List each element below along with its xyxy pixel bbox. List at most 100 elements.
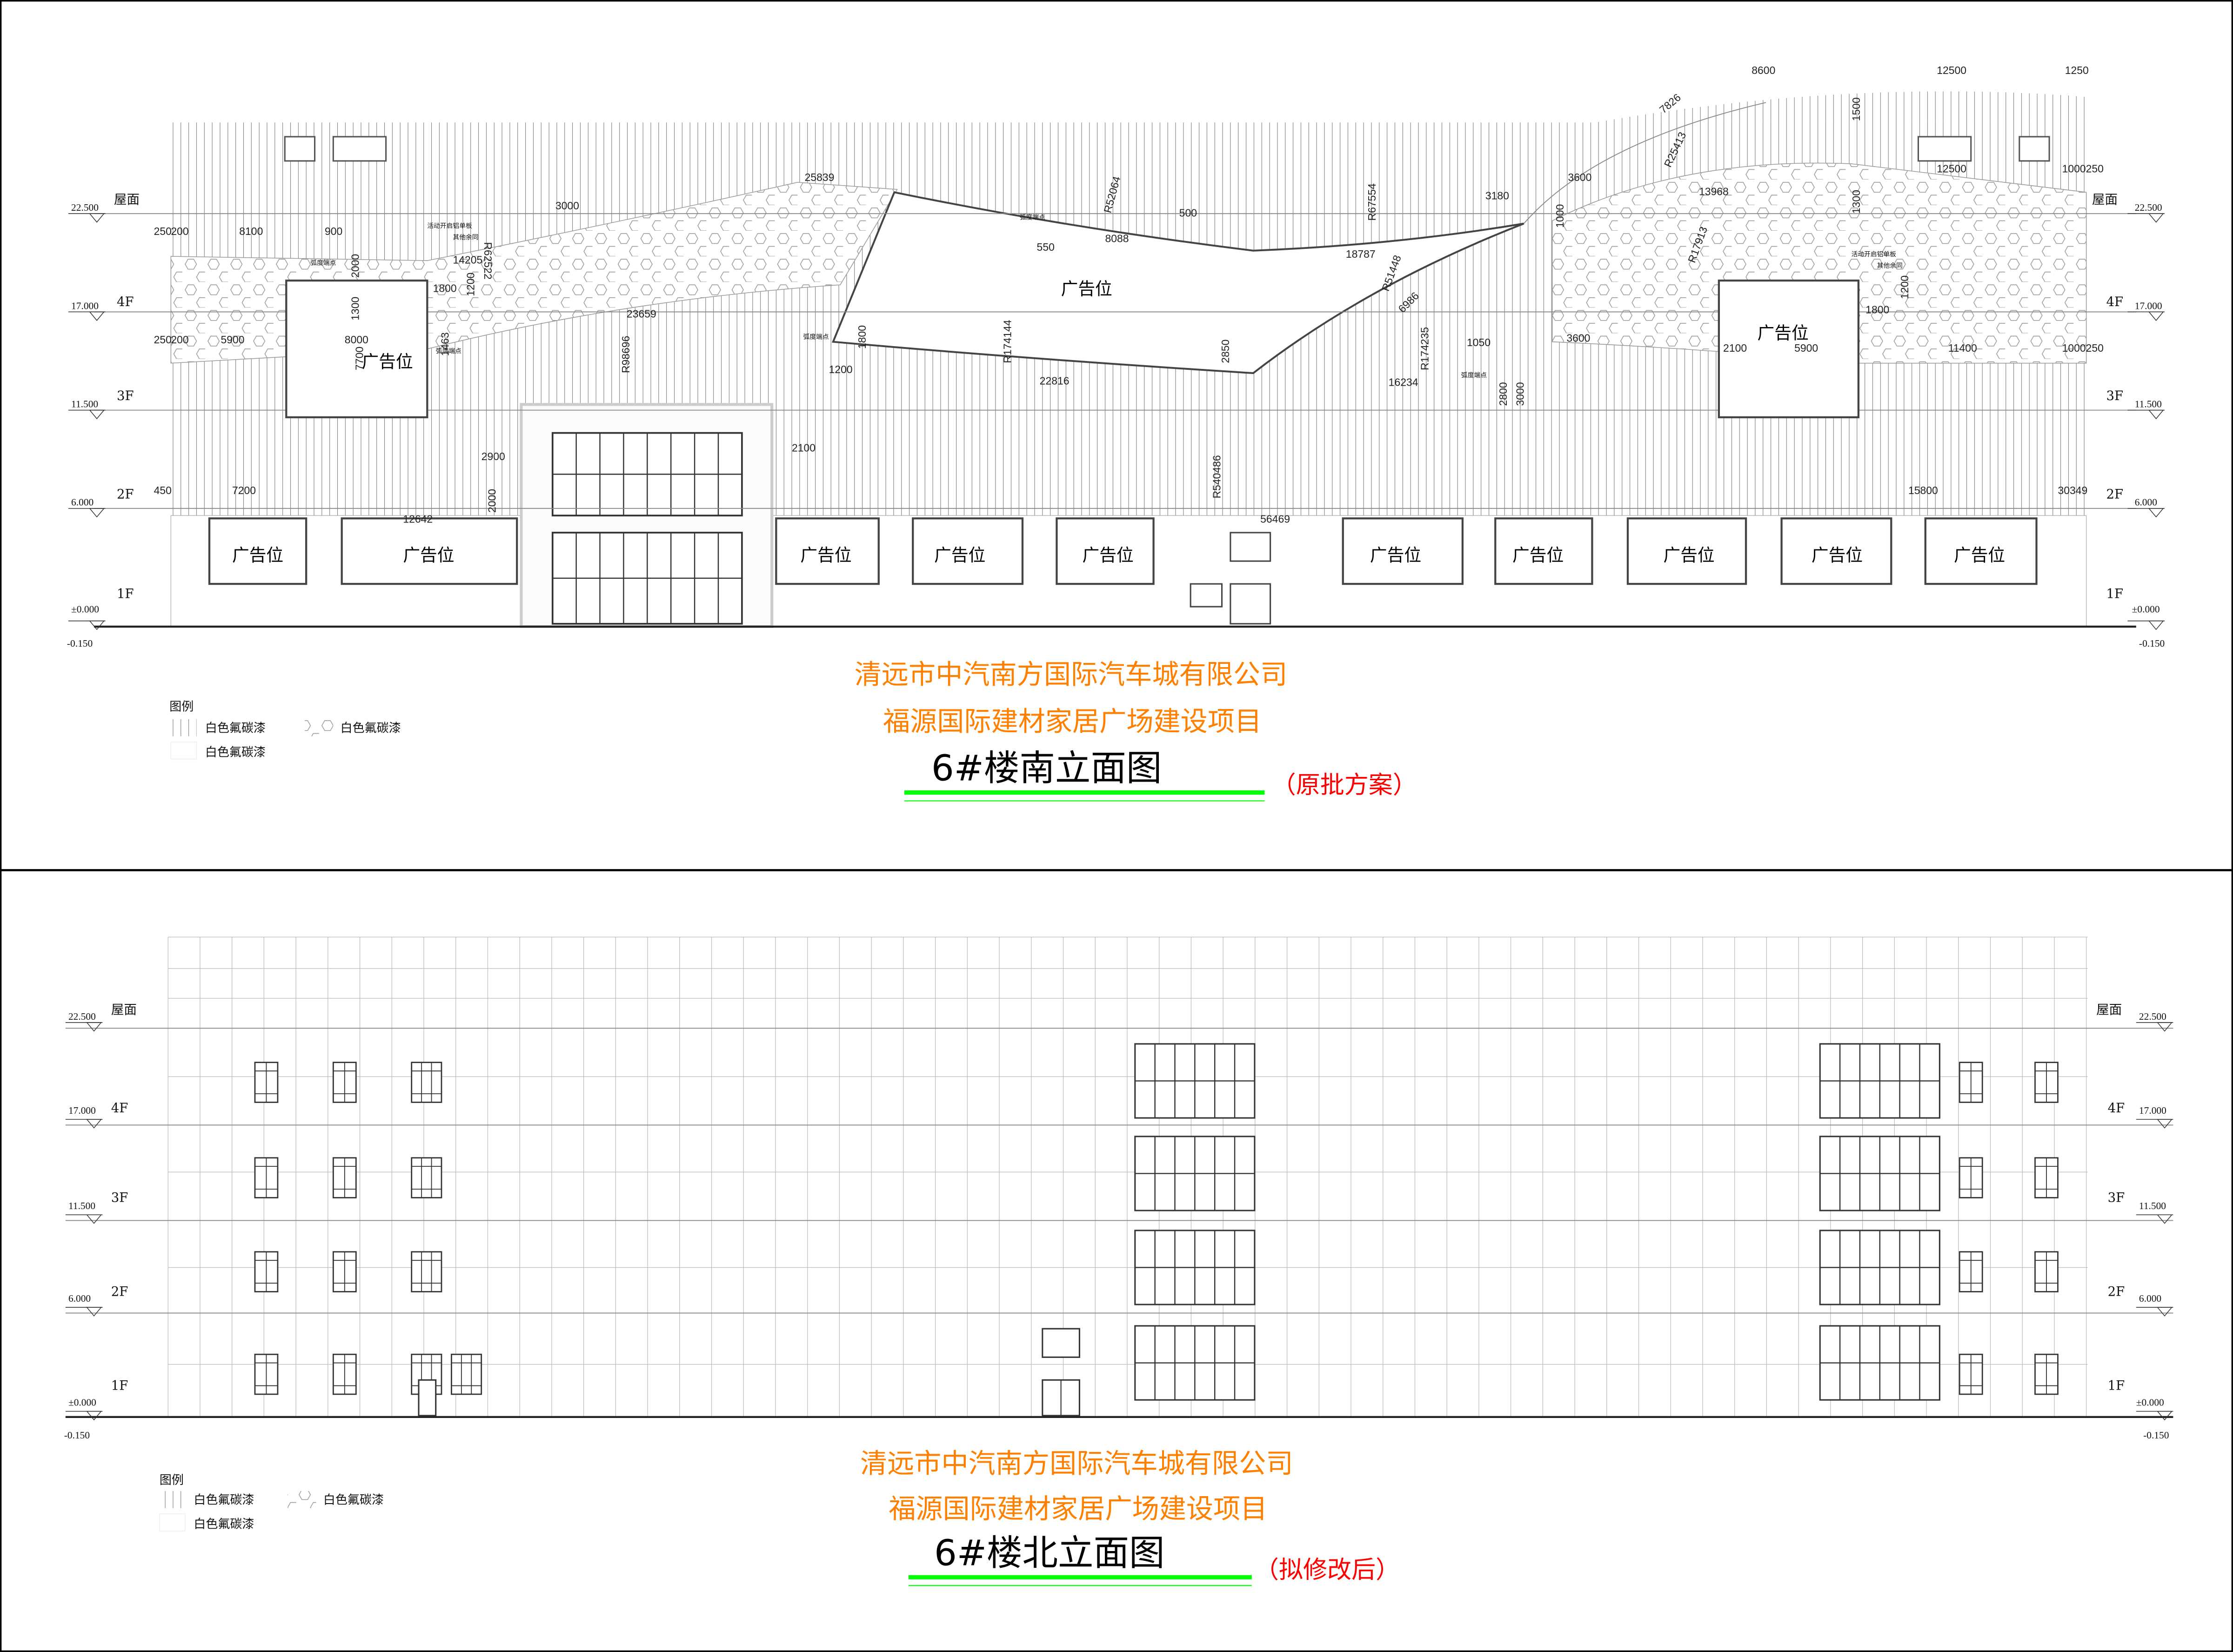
dimension-label: 13968 xyxy=(1699,185,1729,197)
ad-box xyxy=(1626,517,1747,585)
legend-title: 图例 xyxy=(169,700,194,714)
side-door-lower xyxy=(1230,583,1271,625)
dimension-label: R174235 xyxy=(1418,327,1431,370)
level-elev: 22.500 xyxy=(71,202,99,213)
dimension-label: 3000 xyxy=(1514,382,1526,406)
annotation-others: 其他余同 xyxy=(453,233,478,241)
dimension-label: 1200 xyxy=(1899,275,1911,299)
level-elev: 11.500 xyxy=(2135,399,2162,410)
dimension-label: 12642 xyxy=(403,513,433,525)
dimension-label: 2900 xyxy=(481,450,505,462)
ad-box xyxy=(1780,517,1892,585)
south-elevation: 22.500 屋面 17.000 4F 11.500 3F 6.000 2F ±… xyxy=(67,64,2165,802)
level-triangle-icon xyxy=(86,1307,102,1317)
level-elev: 17.000 xyxy=(2135,300,2162,311)
ground-elev: -0.150 xyxy=(67,638,93,649)
level-floor: 3F xyxy=(111,1191,128,1205)
door-upper xyxy=(1042,1328,1080,1358)
dimension-label: 2000 xyxy=(486,489,498,513)
level-floor: 4F xyxy=(2106,294,2124,309)
dimension-label: 2100 xyxy=(1723,342,1747,354)
ad-box xyxy=(208,517,308,585)
ground-elev: -0.150 xyxy=(2139,638,2165,649)
title-underline xyxy=(909,1575,1252,1579)
level-triangle-icon xyxy=(2148,311,2164,321)
dimension-label: 1000250 xyxy=(2062,162,2104,174)
facade-panel-grid xyxy=(65,936,2173,1421)
small-window xyxy=(411,1062,442,1103)
annotation-arc-end: 弧度端点 xyxy=(1461,372,1487,379)
dimension-label: 450 xyxy=(154,484,172,496)
dimension-label: 1000 xyxy=(1554,204,1566,228)
legend-item: 白色氟碳漆 xyxy=(194,1518,254,1532)
dimension-label: 1463 xyxy=(439,332,451,356)
level-markers-left: 22.500 屋面 17.000 4F 11.500 3F 6.000 2F ±… xyxy=(64,1003,137,1441)
level-floor: 4F xyxy=(2108,1101,2125,1116)
level-triangle-icon xyxy=(89,620,105,630)
legend-item: 白色氟碳漆 xyxy=(194,1493,254,1507)
level-floor: 1F xyxy=(2106,587,2124,602)
level-triangle-icon xyxy=(86,1214,102,1224)
level-markers-right: 22.500 屋面 17.000 4F 11.500 3F 6.000 2F ±… xyxy=(2092,192,2165,649)
dimension-label: R62522 xyxy=(482,242,494,279)
dimension-label: 200 xyxy=(171,334,188,346)
dimension-label: 3000 xyxy=(555,200,579,212)
level-floor: 屋面 xyxy=(2096,1003,2122,1017)
dimension-label: 8100 xyxy=(239,225,263,237)
ad-boxes xyxy=(208,279,2038,585)
ad-label: 广告位 xyxy=(1954,545,2005,565)
dimension-label: 1800 xyxy=(856,325,868,349)
dimension-label: 16234 xyxy=(1389,376,1418,388)
dimension-label: 12500 xyxy=(1937,162,1966,174)
legend-swatch-vertical-panels xyxy=(159,1491,185,1508)
legend-item: 白色氟碳漆 xyxy=(205,746,266,760)
ad-box xyxy=(912,517,1024,585)
dimension-label: 7700 xyxy=(354,347,366,370)
dimension-label: 2100 xyxy=(792,441,816,454)
ad-label: 广告位 xyxy=(1370,545,1421,565)
dimension-label: 1300 xyxy=(1850,190,1862,214)
ad-box xyxy=(1924,517,2038,585)
annotation-panel: 活动开启铝单板 xyxy=(427,222,472,230)
windows xyxy=(254,1043,2059,1417)
level-elev: 11.500 xyxy=(2139,1200,2166,1211)
legend-title: 图例 xyxy=(160,1473,184,1487)
small-window xyxy=(411,1251,442,1292)
dimension-label: 22816 xyxy=(1040,375,1070,387)
level-floor: 2F xyxy=(117,487,134,502)
drawing-title: 6#楼南立面图 xyxy=(931,748,1162,789)
dimension-label: 18787 xyxy=(1346,248,1376,260)
facade-top-curve xyxy=(1595,91,2086,123)
dimension-label: R174144 xyxy=(1001,320,1013,363)
dimension-label: 1200 xyxy=(464,273,476,296)
dimension-label: 900 xyxy=(325,225,342,237)
dimension-label: 1250 xyxy=(2065,64,2089,76)
annotation-arc-end: 弧度端点 xyxy=(310,259,336,267)
annotation-arc-end: 弧度端点 xyxy=(436,348,461,355)
level-floor: 3F xyxy=(2108,1191,2125,1205)
level-elev: ±0.000 xyxy=(2136,1397,2164,1408)
ad-label: 广告位 xyxy=(1512,545,1564,565)
level-triangle-icon xyxy=(2157,1214,2173,1224)
ground-elev: -0.150 xyxy=(2143,1430,2169,1441)
dimension-label: R540486 xyxy=(1210,455,1223,498)
drawing-title: 6#楼北立面图 xyxy=(934,1532,1164,1574)
level-triangle-icon xyxy=(2157,1119,2173,1129)
level-triangle-icon xyxy=(86,1411,102,1421)
level-markers-right: 22.500 屋面 17.000 4F 11.500 3F 6.000 2F ±… xyxy=(2096,1003,2169,1441)
level-floor: 2F xyxy=(111,1284,128,1299)
ad-labels: 广告位 广告位 广告位 广告位 广告位 广告位 广告位 广告位 广告位 广告位 … xyxy=(232,279,2005,565)
legend-swatch-perforated xyxy=(287,1491,316,1508)
dimension-label: 8088 xyxy=(1105,232,1129,244)
legend-item: 白色氟碳漆 xyxy=(205,721,266,735)
level-elev: 6.000 xyxy=(68,1293,91,1304)
level-floor: 2F xyxy=(2106,487,2124,502)
ad-box xyxy=(775,517,880,585)
entrance-glazing xyxy=(551,432,743,625)
dimension-label: 250 xyxy=(154,225,172,237)
level-floor: 1F xyxy=(111,1378,128,1393)
ad-label: 广告位 xyxy=(1758,323,1809,343)
dimension-label: 3600 xyxy=(1566,332,1590,344)
